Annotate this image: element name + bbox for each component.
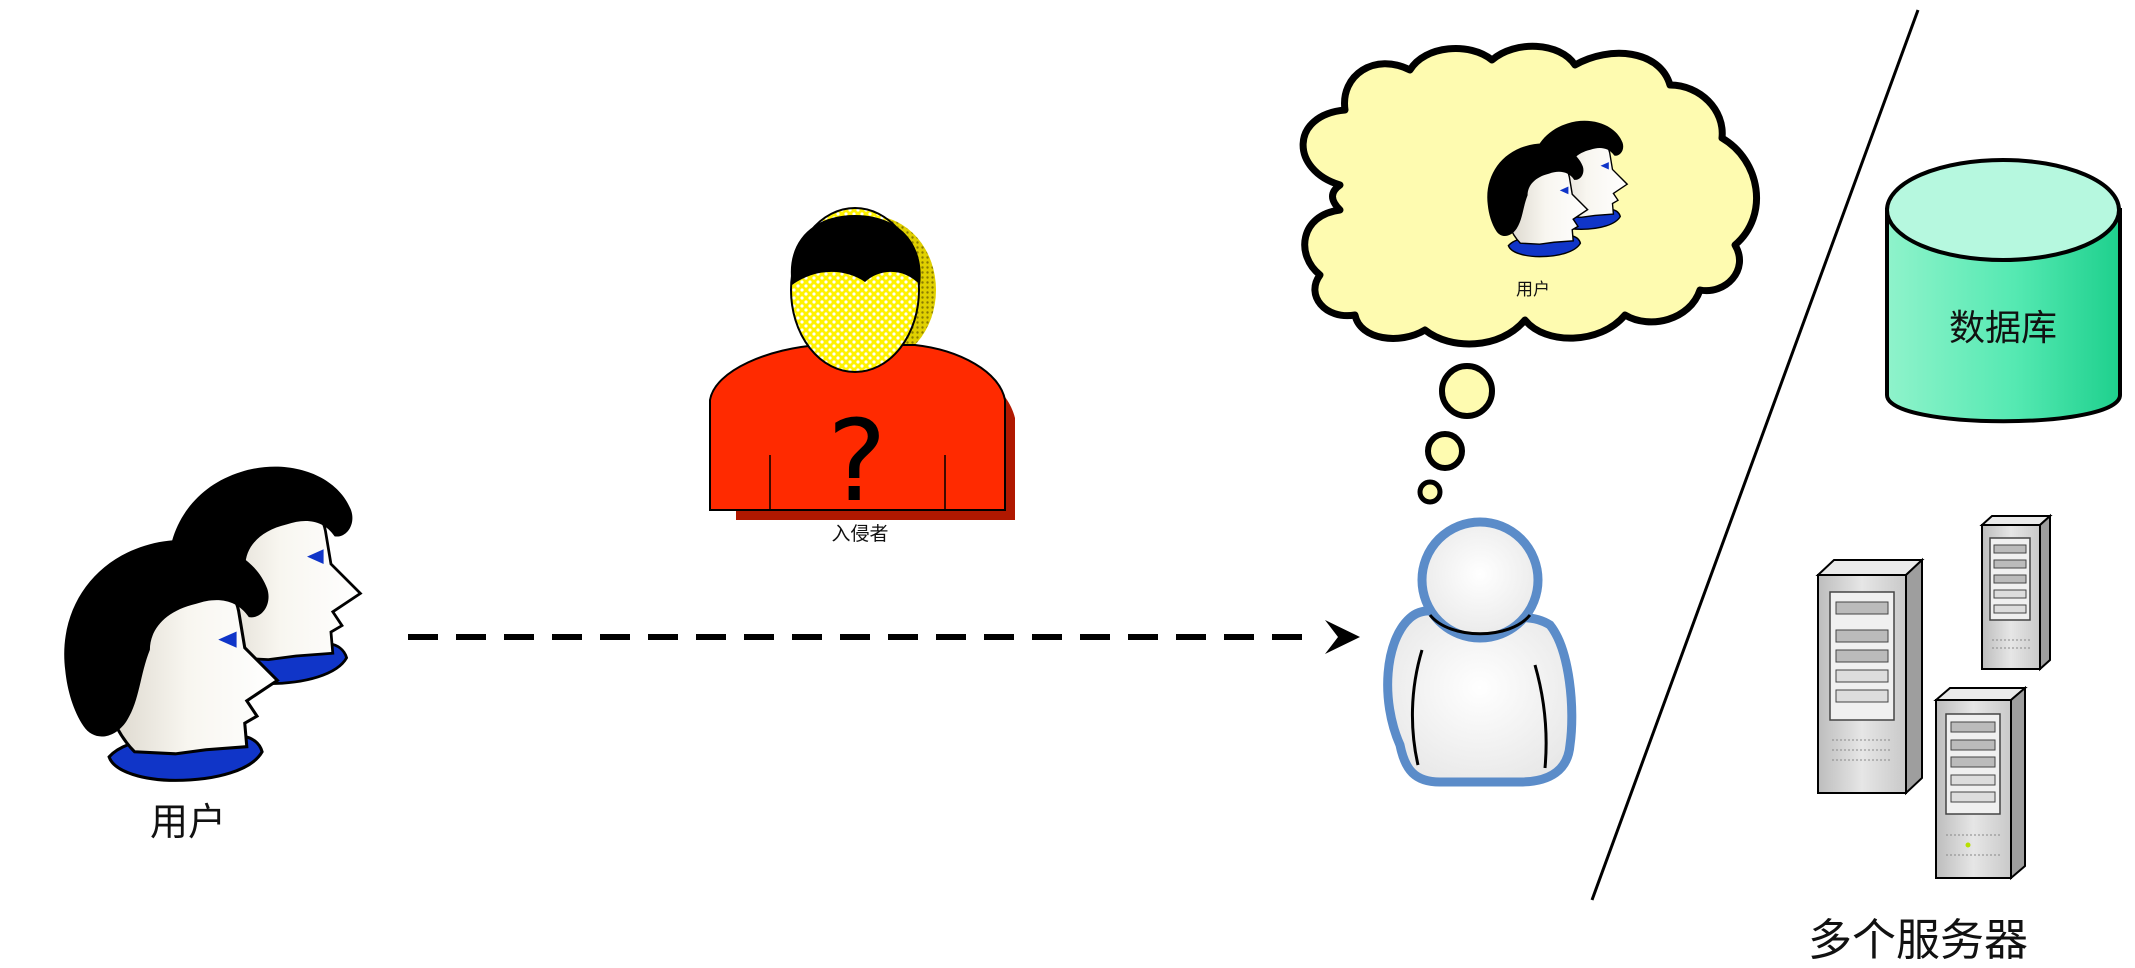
thought-cloud xyxy=(1299,42,1760,505)
intruder-label: 入侵者 xyxy=(831,523,888,545)
intruder-icon xyxy=(709,207,1015,520)
servers-label: 多个服务器 xyxy=(1808,915,2028,966)
person-icon xyxy=(1383,517,1577,787)
network-boundary xyxy=(1590,9,1920,901)
users-icon xyxy=(62,465,362,782)
database-icon xyxy=(1885,158,2122,424)
thought-users-label: 用户 xyxy=(1516,280,1550,300)
users-label: 用户 xyxy=(150,800,226,844)
connection-arrow xyxy=(408,620,1360,654)
database-label: 数据库 xyxy=(1949,308,2057,349)
intruder-question-mark: ? xyxy=(827,397,886,527)
servers-icon xyxy=(1815,513,2053,881)
